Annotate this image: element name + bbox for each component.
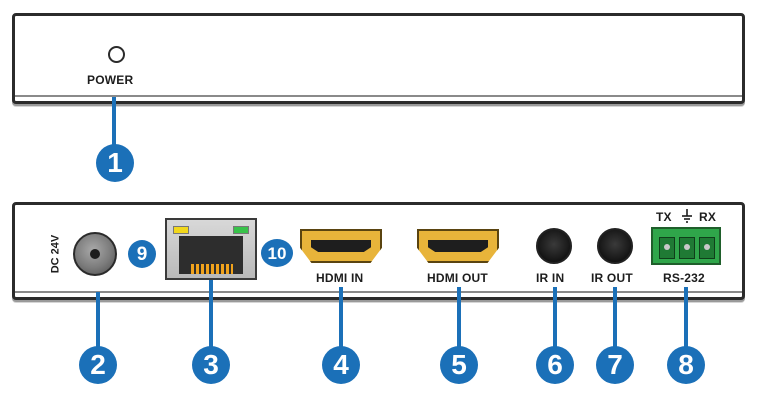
callout-1: 1 [96,144,134,182]
callout-line-3 [209,280,213,350]
callout-line-6 [553,287,557,350]
hdmi-out-label: HDMI OUT [427,271,488,285]
rs232-label: RS-232 [663,271,705,285]
terminal-pin-tx [659,237,675,259]
rj45-pins [191,264,233,274]
front-panel [12,13,745,104]
callout-10: 10 [261,239,293,267]
callout-line-2 [96,292,100,350]
callout-line-5 [457,287,461,350]
callout-line-7 [613,287,617,350]
rs232-terminal-block-icon [651,227,721,265]
power-label: POWER [87,73,134,87]
callout-6: 6 [536,346,574,384]
ir-out-label: IR OUT [591,271,633,285]
terminal-pin-rx [699,237,715,259]
callout-line-1 [112,97,116,147]
hdmi-in-label: HDMI IN [316,271,364,285]
callout-line-8 [684,287,688,350]
callout-9: 9 [128,240,156,268]
ir-out-jack-icon [597,228,633,264]
callout-line-4 [339,287,343,350]
callout-7: 7 [596,346,634,384]
power-led-icon [108,46,125,63]
callout-4: 4 [322,346,360,384]
callout-2: 2 [79,346,117,384]
rs232-rx-label: RX [699,210,717,224]
ir-in-jack-icon [536,228,572,264]
ir-in-label: IR IN [536,271,565,285]
rs232-tx-label: TX [656,210,672,224]
rj45-port-icon [165,218,257,280]
callout-8: 8 [667,346,705,384]
link-led-yellow-icon [173,226,189,234]
callout-5: 5 [440,346,478,384]
ground-icon [682,209,692,223]
terminal-pin-gnd [679,237,695,259]
dc-24v-label: DC 24V [49,234,62,274]
hdmi-out-port-icon [417,229,499,263]
hdmi-in-port-icon [300,229,382,263]
dc-power-jack-icon [73,232,117,276]
link-led-green-icon [233,226,249,234]
callout-3: 3 [192,346,230,384]
